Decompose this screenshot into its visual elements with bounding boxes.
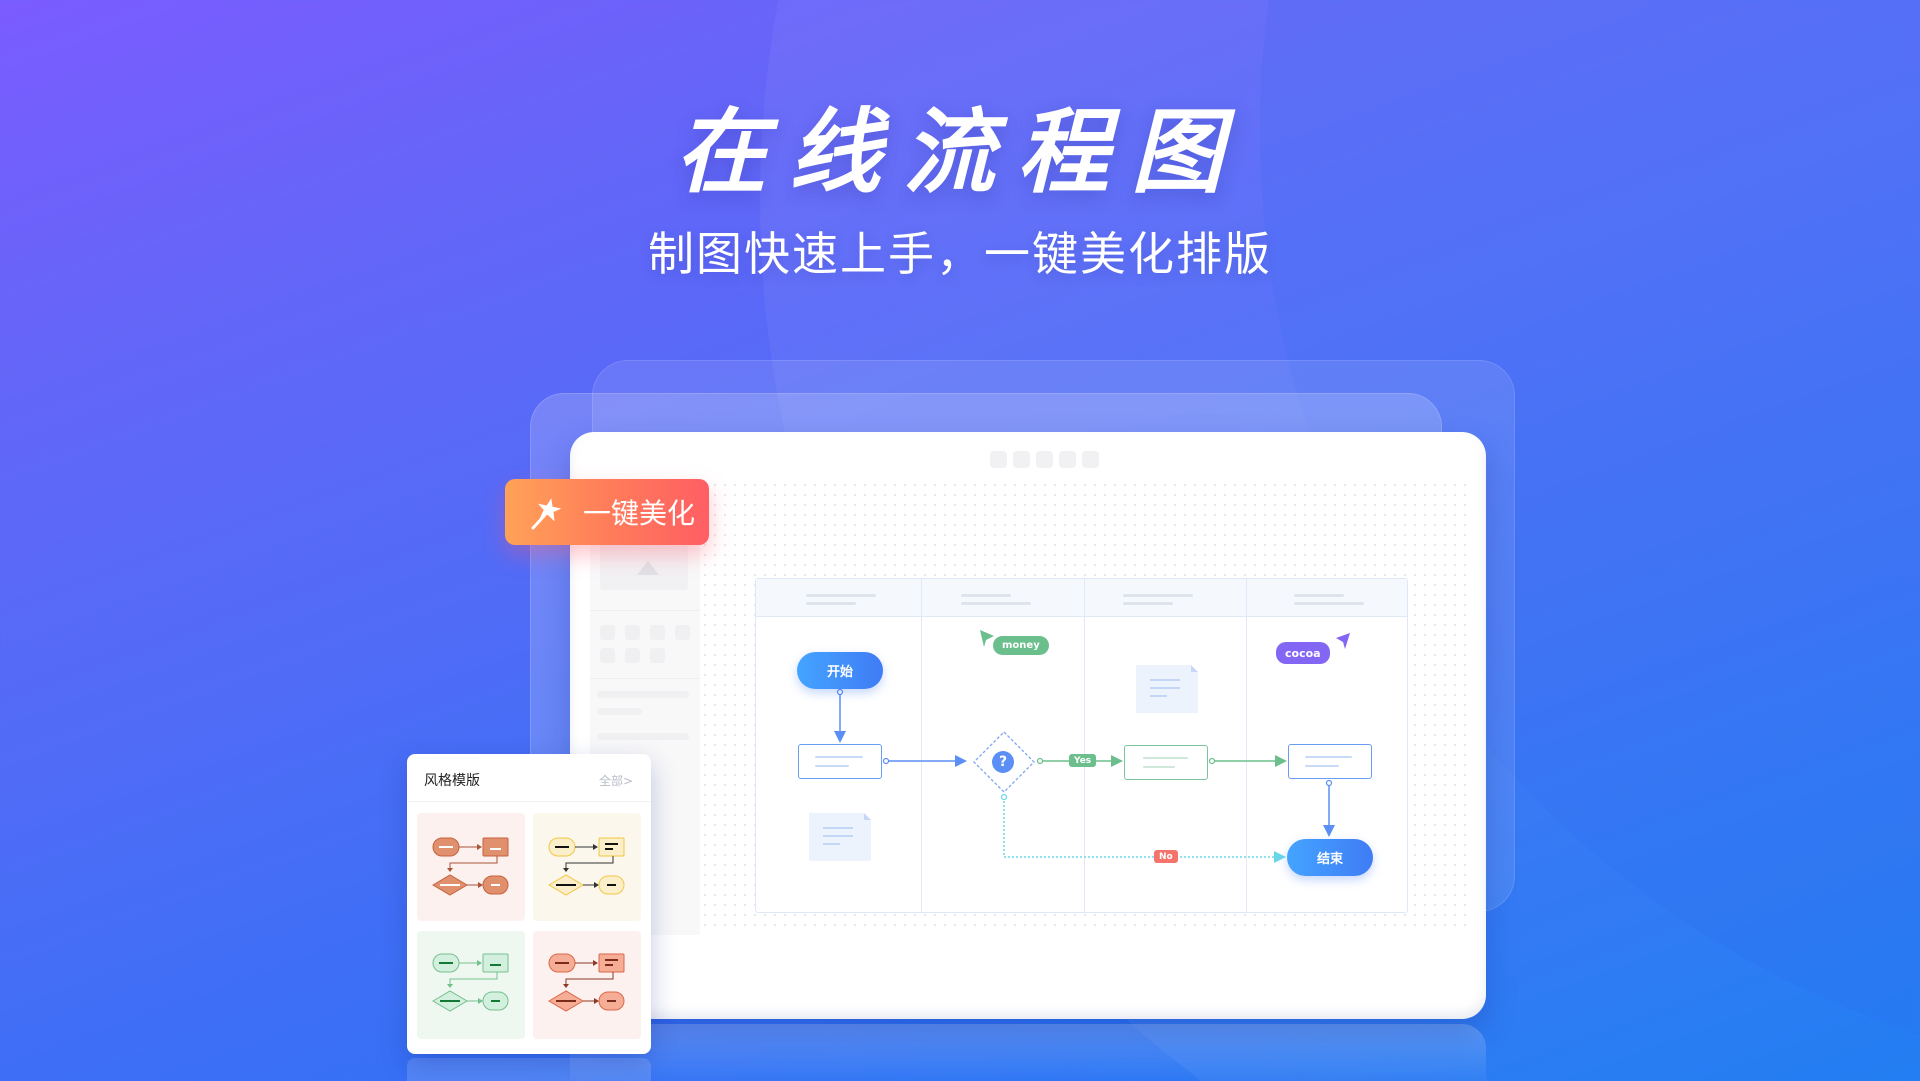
process-node[interactable]: [1288, 744, 1372, 779]
toolbar-button-4[interactable]: [1059, 451, 1076, 468]
toolbar-button-3[interactable]: [1036, 451, 1053, 468]
magic-wand-icon: [531, 498, 562, 530]
beautify-label: 一键美化: [583, 497, 696, 530]
lane-divider: [1246, 579, 1247, 912]
shape-slot[interactable]: [650, 625, 665, 640]
shape-slot[interactable]: [625, 625, 640, 640]
image-placeholder[interactable]: [600, 545, 688, 590]
one-click-beautify-button[interactable]: 一键美化: [505, 479, 709, 545]
lane-divider: [921, 579, 922, 912]
document-note[interactable]: [809, 813, 871, 861]
toolbar-button-2[interactable]: [1013, 451, 1030, 468]
lane-title-placeholder: [961, 602, 1031, 605]
lane-title-placeholder[interactable]: [961, 594, 1011, 597]
lane-divider: [1084, 579, 1085, 912]
document-note[interactable]: [1136, 665, 1198, 713]
toolbar-button-5[interactable]: [1082, 451, 1099, 468]
shape-slot[interactable]: [600, 648, 615, 663]
style-template-panel: 风格模版 全部>: [407, 754, 651, 1054]
panel-divider: [590, 678, 700, 679]
template-yellow[interactable]: [533, 813, 641, 921]
hero-title: 在线流程图: [674, 99, 1245, 206]
lane-title-placeholder: [1294, 602, 1364, 605]
template-panel-title: 风格模版: [424, 773, 480, 789]
shape-slot[interactable]: [625, 648, 640, 663]
window-reflection: [570, 1024, 1486, 1081]
process-node[interactable]: [798, 744, 882, 779]
panel-item-placeholder[interactable]: [597, 708, 642, 715]
panel-divider: [590, 610, 700, 611]
panel-item-placeholder[interactable]: [597, 691, 689, 698]
template-salmon[interactable]: [533, 931, 641, 1039]
collaborator-cursor-money: money: [993, 636, 1049, 655]
shape-slot[interactable]: [650, 648, 665, 663]
image-icon: [637, 561, 659, 575]
no-label: No: [1154, 850, 1178, 863]
decision-question-icon[interactable]: ?: [992, 751, 1014, 773]
collaborator-cursor-cocoa: cocoa: [1276, 642, 1330, 664]
template-green[interactable]: [417, 931, 525, 1039]
lane-title-placeholder[interactable]: [1123, 594, 1193, 597]
editor-toolbar: [990, 451, 1099, 468]
lane-title-placeholder[interactable]: [806, 594, 876, 597]
panel-item-placeholder[interactable]: [597, 733, 689, 740]
toolbar-button-1[interactable]: [990, 451, 1007, 468]
lane-title-placeholder: [1123, 602, 1173, 605]
hero-subtitle: 制图快速上手，一键美化排版: [648, 227, 1272, 281]
shape-slot[interactable]: [675, 625, 690, 640]
template-panel-header: 风格模版 全部>: [407, 754, 651, 802]
view-all-templates-link[interactable]: 全部>: [598, 774, 633, 788]
yes-label: Yes: [1069, 754, 1097, 767]
start-node[interactable]: 开始: [797, 652, 883, 689]
process-node[interactable]: [1124, 745, 1208, 780]
shape-slot[interactable]: [600, 625, 615, 640]
template-terracotta[interactable]: [417, 813, 525, 921]
end-node[interactable]: 结束: [1287, 839, 1373, 876]
swimlane-header: [756, 579, 1407, 617]
template-panel-reflection: [407, 1058, 651, 1081]
lane-title-placeholder[interactable]: [1294, 594, 1344, 597]
lane-title-placeholder: [806, 602, 856, 605]
